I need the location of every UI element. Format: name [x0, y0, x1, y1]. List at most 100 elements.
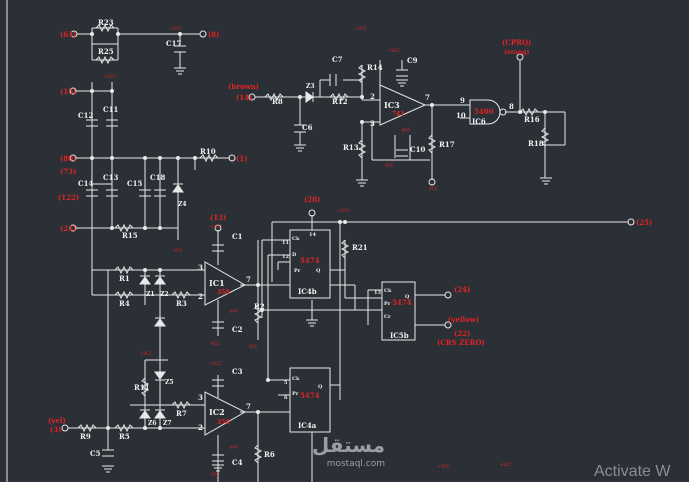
label-C13: C13	[103, 173, 118, 182]
label-pin-63: (63)	[60, 30, 76, 39]
svg-text:D: D	[292, 252, 297, 258]
pin-numbers: 2 3 7 9 10 8 3 2 7 3 2 7 11 12 14 13 5 6	[198, 92, 514, 432]
svg-text:Q: Q	[316, 268, 321, 274]
pin-num-2: 2	[370, 92, 375, 101]
svg-text:Pr: Pr	[294, 268, 301, 274]
pin-num-3c: 3	[198, 393, 203, 402]
label-pin-13b: (13)	[210, 213, 226, 222]
label-R11: R11	[134, 383, 150, 392]
pin-num-8: 8	[509, 102, 514, 111]
label-R4: R4	[119, 299, 130, 308]
svg-text:+VCC: +VCC	[438, 464, 450, 469]
label-Z5: Z5	[165, 379, 174, 386]
nand-gate	[469, 99, 507, 125]
note-cprq: (CPRQ)	[502, 38, 531, 47]
label-R3: R3	[176, 299, 187, 308]
svg-text:+VCC: +VCC	[140, 351, 152, 356]
label-Z7: Z7	[163, 420, 172, 427]
pin-num-7c: 7	[246, 402, 251, 411]
supply-labels: +VCC +VCC +VCC +VCC -VCC -VCC -VCC +VCC …	[104, 26, 512, 477]
net-notes: (brown) (CPRQ) (orang) (yellow) (CRS ZER…	[48, 38, 531, 425]
label-R25: R25	[98, 47, 114, 56]
label-IC6: IC6	[472, 117, 486, 126]
label-IC5b: IC5b	[390, 331, 409, 340]
label-R1: R1	[119, 274, 130, 283]
label-Z4: Z4	[178, 201, 187, 208]
part-labels: R23 R25 C17 C11 C12 R10 C14 C13 C15 C18 …	[78, 18, 544, 467]
watermark-url: mostaql.com	[327, 459, 385, 469]
label-R18: R18	[528, 139, 544, 148]
note-yel: (yel)	[48, 416, 66, 425]
label-R17: R17	[439, 140, 455, 149]
note-yellow: (yellow)	[448, 315, 479, 324]
label-C18: C18	[150, 173, 165, 182]
label-R21: R21	[352, 243, 368, 252]
svg-text:-VCC: -VCC	[248, 344, 258, 349]
label-R12: R12	[332, 97, 348, 106]
svg-text:gnd: gnd	[402, 127, 410, 132]
svg-text:Ck: Ck	[384, 288, 392, 294]
label-IC3: IC3	[384, 100, 400, 110]
label-C15: C15	[127, 179, 142, 188]
label-R9: R9	[80, 432, 91, 441]
label-R13: R13	[343, 143, 359, 152]
svg-text:+VCC: +VCC	[210, 224, 222, 229]
label-C9: C9	[407, 56, 418, 65]
svg-text:+VCC: +VCC	[104, 74, 116, 79]
junction-dots	[90, 32, 547, 430]
label-C5: C5	[90, 449, 101, 458]
svg-text:+VCC: +VCC	[500, 462, 512, 467]
diodes	[139, 91, 314, 419]
label-Z1: Z1	[146, 291, 155, 298]
svg-text:Ck: Ck	[292, 236, 300, 242]
label-pin-21: (21)	[60, 224, 76, 233]
svg-text:+VCC: +VCC	[338, 208, 350, 213]
activate-windows-overlay: Activate W	[594, 463, 671, 480]
label-IC4b: IC4b	[298, 287, 317, 296]
svg-text:Q: Q	[405, 294, 410, 300]
chip-5474-a: 5474	[300, 391, 320, 400]
label-R14: R14	[367, 63, 383, 72]
label-R7: R7	[176, 409, 187, 418]
label-R5: R5	[119, 432, 130, 441]
pin-num-7b: 7	[246, 275, 251, 284]
pin-num-9: 9	[460, 96, 465, 105]
svg-text:+VCC: +VCC	[170, 26, 182, 31]
pin-num-6: 6	[284, 395, 288, 401]
resistors	[77, 23, 550, 464]
pin-num-3b: 3	[198, 263, 203, 272]
label-C1: C1	[232, 232, 243, 241]
note-crs-zero: (CRS ZERO)	[437, 338, 485, 347]
note-brown: (brown)	[228, 82, 259, 91]
chip-358-a: 358	[217, 289, 230, 296]
flip-flops	[289, 229, 416, 433]
label-C2: C2	[232, 325, 243, 334]
label-C17: C17	[166, 39, 181, 48]
chip-741: 741	[392, 111, 405, 118]
label-R23: R23	[98, 18, 114, 27]
pin-num-11: 11	[282, 240, 289, 246]
label-pin-8: (8)	[208, 30, 220, 39]
op-amps	[204, 84, 427, 436]
pin-num-13: 13	[374, 290, 381, 296]
capacitors	[86, 45, 408, 462]
label-R8: R8	[272, 97, 283, 106]
chip-5474-b: 5474	[300, 256, 320, 265]
svg-text:-VCC: -VCC	[428, 186, 438, 191]
label-IC1: IC1	[209, 278, 225, 288]
label-Z3: Z3	[306, 83, 315, 90]
chip-5474-c: 5474	[392, 298, 412, 307]
label-C11: C11	[103, 105, 118, 114]
pin-num-2c: 2	[198, 423, 203, 432]
pin-num-14: 14	[309, 232, 316, 238]
svg-text:+VCC: +VCC	[388, 48, 400, 53]
note-orang: (orang)	[504, 49, 529, 56]
pin-num-10: 10	[456, 111, 466, 120]
label-pin-24: (24)	[454, 285, 470, 294]
ground-symbols	[102, 67, 552, 473]
label-C14: C14	[78, 179, 93, 188]
label-R15: R15	[122, 231, 138, 240]
label-R6: R6	[264, 450, 275, 459]
svg-text:Cr: Cr	[384, 314, 391, 320]
label-C3: C3	[232, 367, 243, 376]
